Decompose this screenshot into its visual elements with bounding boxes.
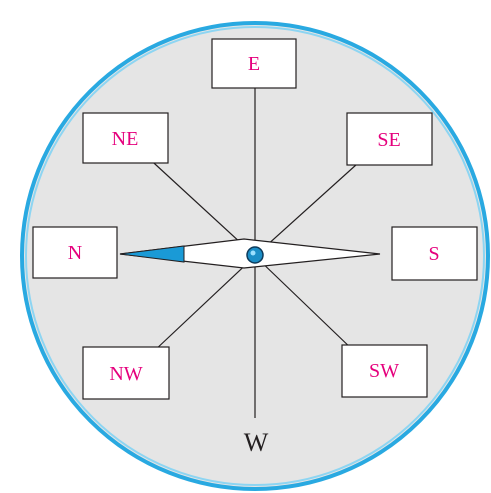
- direction-box-s: [391, 226, 478, 281]
- ray-nw: [152, 255, 256, 353]
- label-e: E: [248, 53, 260, 75]
- label-sw: SW: [369, 360, 399, 382]
- compass-pivot: [246, 246, 264, 264]
- label-n: N: [68, 242, 82, 264]
- label-s: S: [428, 243, 439, 265]
- label-ne: NE: [112, 128, 139, 150]
- label-nw: NW: [109, 363, 142, 385]
- ray-ne: [142, 152, 256, 257]
- direction-box-n: [32, 226, 118, 279]
- direction-box-sw: [341, 344, 428, 398]
- pivot-highlight: [250, 250, 256, 256]
- needle-tip: [119, 245, 185, 263]
- ray-sw: [254, 255, 356, 353]
- direction-box-e: [211, 38, 297, 89]
- direction-box-ne: [82, 112, 169, 164]
- direction-box-nw: [82, 346, 170, 400]
- label-w: W: [244, 428, 269, 457]
- direction-box-se: [346, 112, 433, 166]
- label-se: SE: [377, 129, 400, 151]
- compass-ring-inner: [25, 26, 485, 486]
